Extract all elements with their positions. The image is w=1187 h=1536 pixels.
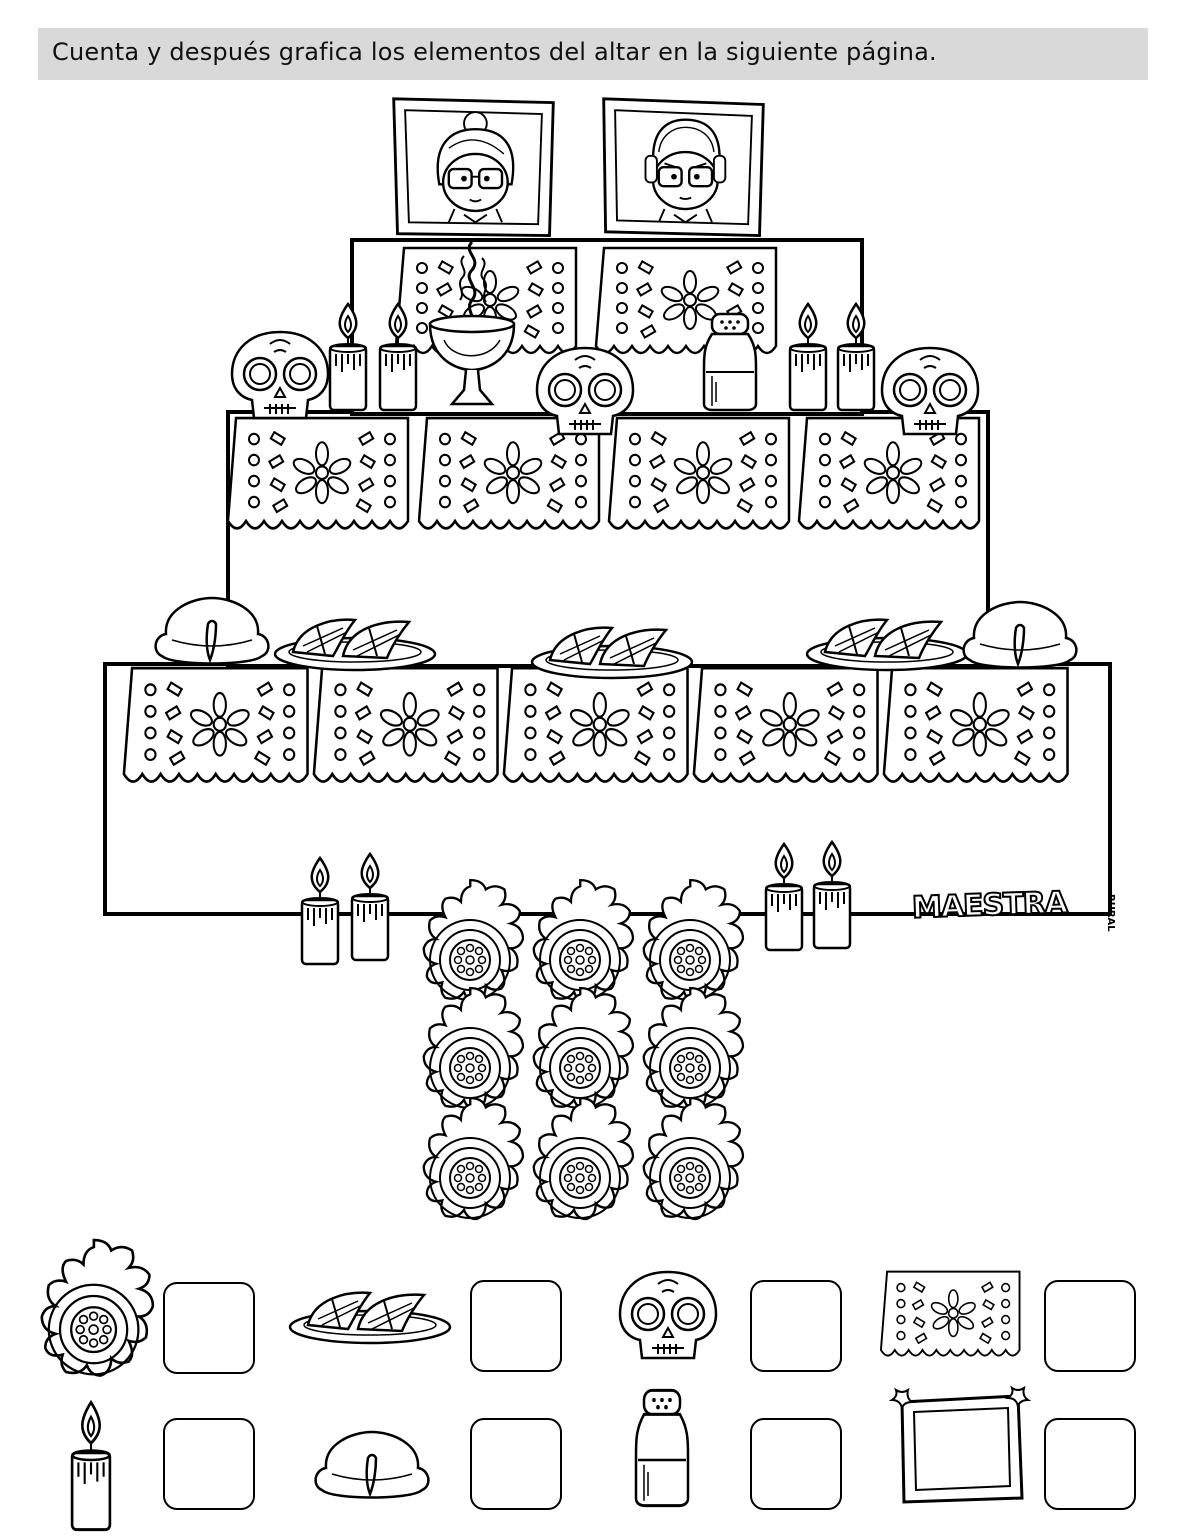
papel-picado-bottom-5	[882, 666, 1069, 783]
picture-frame-icon	[890, 1386, 1030, 1504]
papel-picado-bottom-4	[692, 666, 879, 783]
marigold-9	[642, 1097, 744, 1220]
pan-de-muerto-icon	[314, 1430, 430, 1499]
papel-picado-middle-1	[226, 416, 410, 530]
candle-icon	[70, 1400, 112, 1532]
salt-shaker	[702, 312, 758, 412]
marigold-7	[422, 1097, 524, 1220]
portrait-grandmother	[392, 97, 555, 238]
papel-picado-middle-3	[607, 416, 791, 530]
salt-shaker-icon	[634, 1388, 690, 1508]
marigold-flower-icon	[40, 1238, 155, 1377]
count-box-marigold[interactable]	[163, 1282, 255, 1374]
marigold-6	[642, 987, 744, 1110]
maestra-logo: MAESTRA	[910, 884, 1068, 926]
count-box-tamales[interactable]	[470, 1280, 562, 1372]
papel-picado-bottom-1	[122, 666, 309, 783]
count-box-salt-shaker[interactable]	[750, 1418, 842, 1510]
instruction-bar: Cuenta y después grafica los elementos d…	[38, 28, 1148, 80]
instruction-text: Cuenta y después grafica los elementos d…	[52, 38, 937, 66]
papel-picado-bottom-2	[312, 666, 499, 783]
count-box-picture-frame[interactable]	[1044, 1418, 1136, 1510]
tamales-plate-icon	[288, 1291, 452, 1345]
marigold-5	[532, 987, 634, 1110]
count-box-candle[interactable]	[163, 1418, 255, 1510]
portrait-grandfather	[602, 97, 765, 238]
marigold-8	[532, 1097, 634, 1220]
count-box-papel-picado[interactable]	[1044, 1280, 1136, 1372]
maestra-logo-small: RURAL	[1105, 894, 1116, 932]
papel-picado-icon	[879, 1270, 1021, 1357]
count-box-sugar-skull[interactable]	[750, 1280, 842, 1372]
sugar-skull-icon	[618, 1270, 718, 1360]
sugar-skull-1	[230, 330, 330, 420]
count-box-pan-de-muerto[interactable]	[470, 1418, 562, 1510]
papel-picado-bottom-3	[502, 666, 689, 783]
marigold-4	[422, 987, 524, 1110]
